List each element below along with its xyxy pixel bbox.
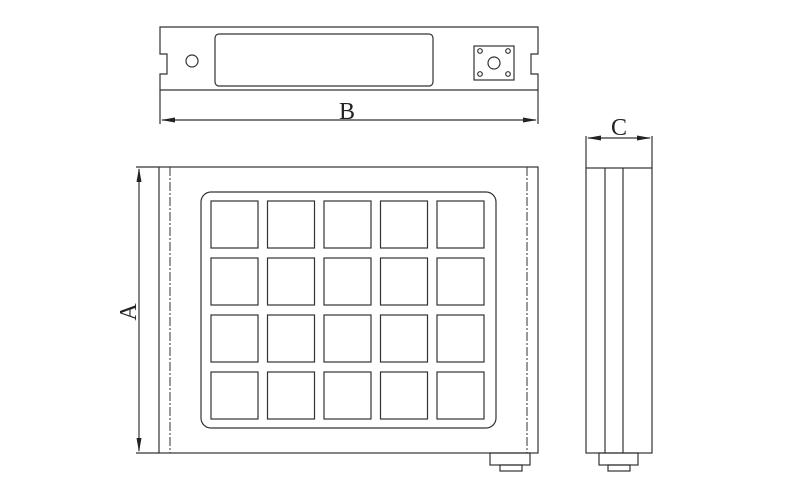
pole-cell — [210, 257, 259, 306]
pole-cell — [379, 257, 429, 306]
magnet-pole-area — [200, 191, 497, 429]
pole-cell — [323, 371, 372, 420]
dimension-label-a: A — [116, 303, 142, 321]
side-foot — [598, 452, 639, 472]
pole-grid — [210, 200, 485, 420]
front-view — [158, 166, 539, 472]
dimension-b: B — [159, 90, 539, 125]
pole-cell — [266, 200, 316, 249]
pole-cell — [266, 371, 316, 420]
pole-cell — [436, 200, 485, 249]
pole-cell — [436, 371, 485, 420]
nameplate-slot — [214, 33, 434, 87]
pole-cell — [266, 257, 316, 306]
dimension-label-b: B — [339, 99, 355, 125]
dimension-c: C — [585, 115, 653, 168]
top-view — [159, 26, 539, 91]
side-view — [585, 167, 653, 472]
pole-cell — [210, 200, 259, 249]
pole-cell — [323, 200, 372, 249]
pole-cell — [210, 371, 259, 420]
pole-cell — [436, 257, 485, 306]
connector-plate — [473, 45, 515, 81]
mounting-hole — [185, 54, 199, 68]
pole-cell — [379, 200, 429, 249]
pole-cell — [210, 314, 259, 363]
pole-cell — [323, 314, 372, 363]
dimension-label-c: C — [611, 115, 627, 141]
pole-cell — [266, 314, 316, 363]
dimension-a: A — [116, 166, 159, 454]
front-foot — [489, 452, 531, 472]
pole-cell — [323, 257, 372, 306]
pole-cell — [436, 314, 485, 363]
pole-cell — [379, 371, 429, 420]
pole-cell — [379, 314, 429, 363]
